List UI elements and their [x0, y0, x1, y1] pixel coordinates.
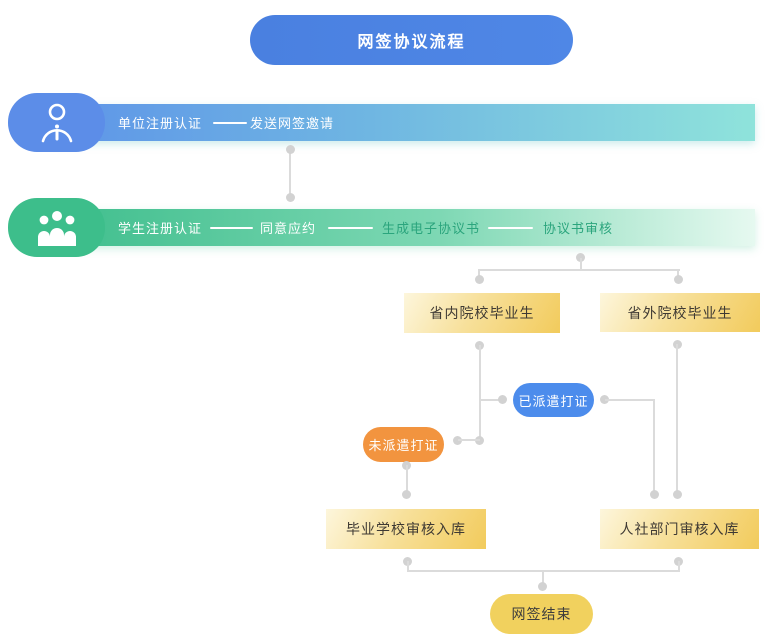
connector-dot [498, 395, 507, 404]
connector-line [478, 269, 680, 271]
connector-line [605, 399, 655, 401]
step-separator [210, 226, 253, 229]
connector-line [677, 269, 679, 280]
connector-line [580, 258, 582, 270]
pill-dispatched: 已派遣打证 [513, 383, 594, 417]
box-school-review: 毕业学校审核入库 [326, 509, 486, 549]
box-in-province-graduates: 省内院校毕业生 [404, 293, 560, 333]
connector-line [407, 561, 409, 571]
connector-dot [286, 145, 295, 154]
pill-not-dispatched: 未派遣打证 [363, 427, 444, 462]
connector-dot [674, 275, 683, 284]
connector-dot [673, 490, 682, 499]
connector-dot [475, 275, 484, 284]
step-send-invite: 发送网签邀请 [250, 117, 335, 132]
connector-dot [286, 193, 295, 202]
step-student-register: 学生注册认证 [118, 222, 203, 237]
connector-line [481, 399, 503, 401]
step-separator [488, 226, 533, 229]
step-separator [328, 226, 373, 229]
student-lane-badge [8, 198, 105, 257]
connector-dot [538, 582, 547, 591]
connector-line [676, 344, 678, 494]
connector-dot [402, 490, 411, 499]
connector-line [479, 345, 481, 441]
box-hr-review: 人社部门审核入库 [600, 509, 759, 549]
student-lane-bar: 学生注册认证 同意应约 生成电子协议书 协议书审核 [55, 209, 755, 246]
employer-lane-badge [8, 93, 105, 152]
page-title: 网签协议流程 [250, 15, 573, 65]
connector-dot [600, 395, 609, 404]
step-accept-offer: 同意应约 [260, 222, 317, 237]
people-group-icon [37, 210, 76, 246]
connector-dot [453, 436, 462, 445]
connector-dot [576, 253, 585, 262]
connector-line [542, 571, 544, 586]
pill-end: 网签结束 [490, 594, 593, 634]
connector-dot [650, 490, 659, 499]
connector-line [653, 399, 655, 494]
box-out-province-graduates: 省外院校毕业生 [600, 293, 760, 332]
step-separator [213, 121, 247, 124]
connector-line [478, 269, 480, 280]
step-generate-agreement: 生成电子协议书 [382, 222, 481, 237]
step-employer-register: 单位注册认证 [118, 117, 203, 132]
connector-line [458, 439, 480, 441]
connector-line [678, 561, 680, 571]
connector-line [406, 465, 408, 494]
person-icon [41, 103, 72, 142]
connector-line [289, 149, 291, 197]
step-agreement-review: 协议书审核 [543, 222, 614, 237]
employer-lane-bar: 单位注册认证 发送网签邀请 [55, 104, 755, 141]
